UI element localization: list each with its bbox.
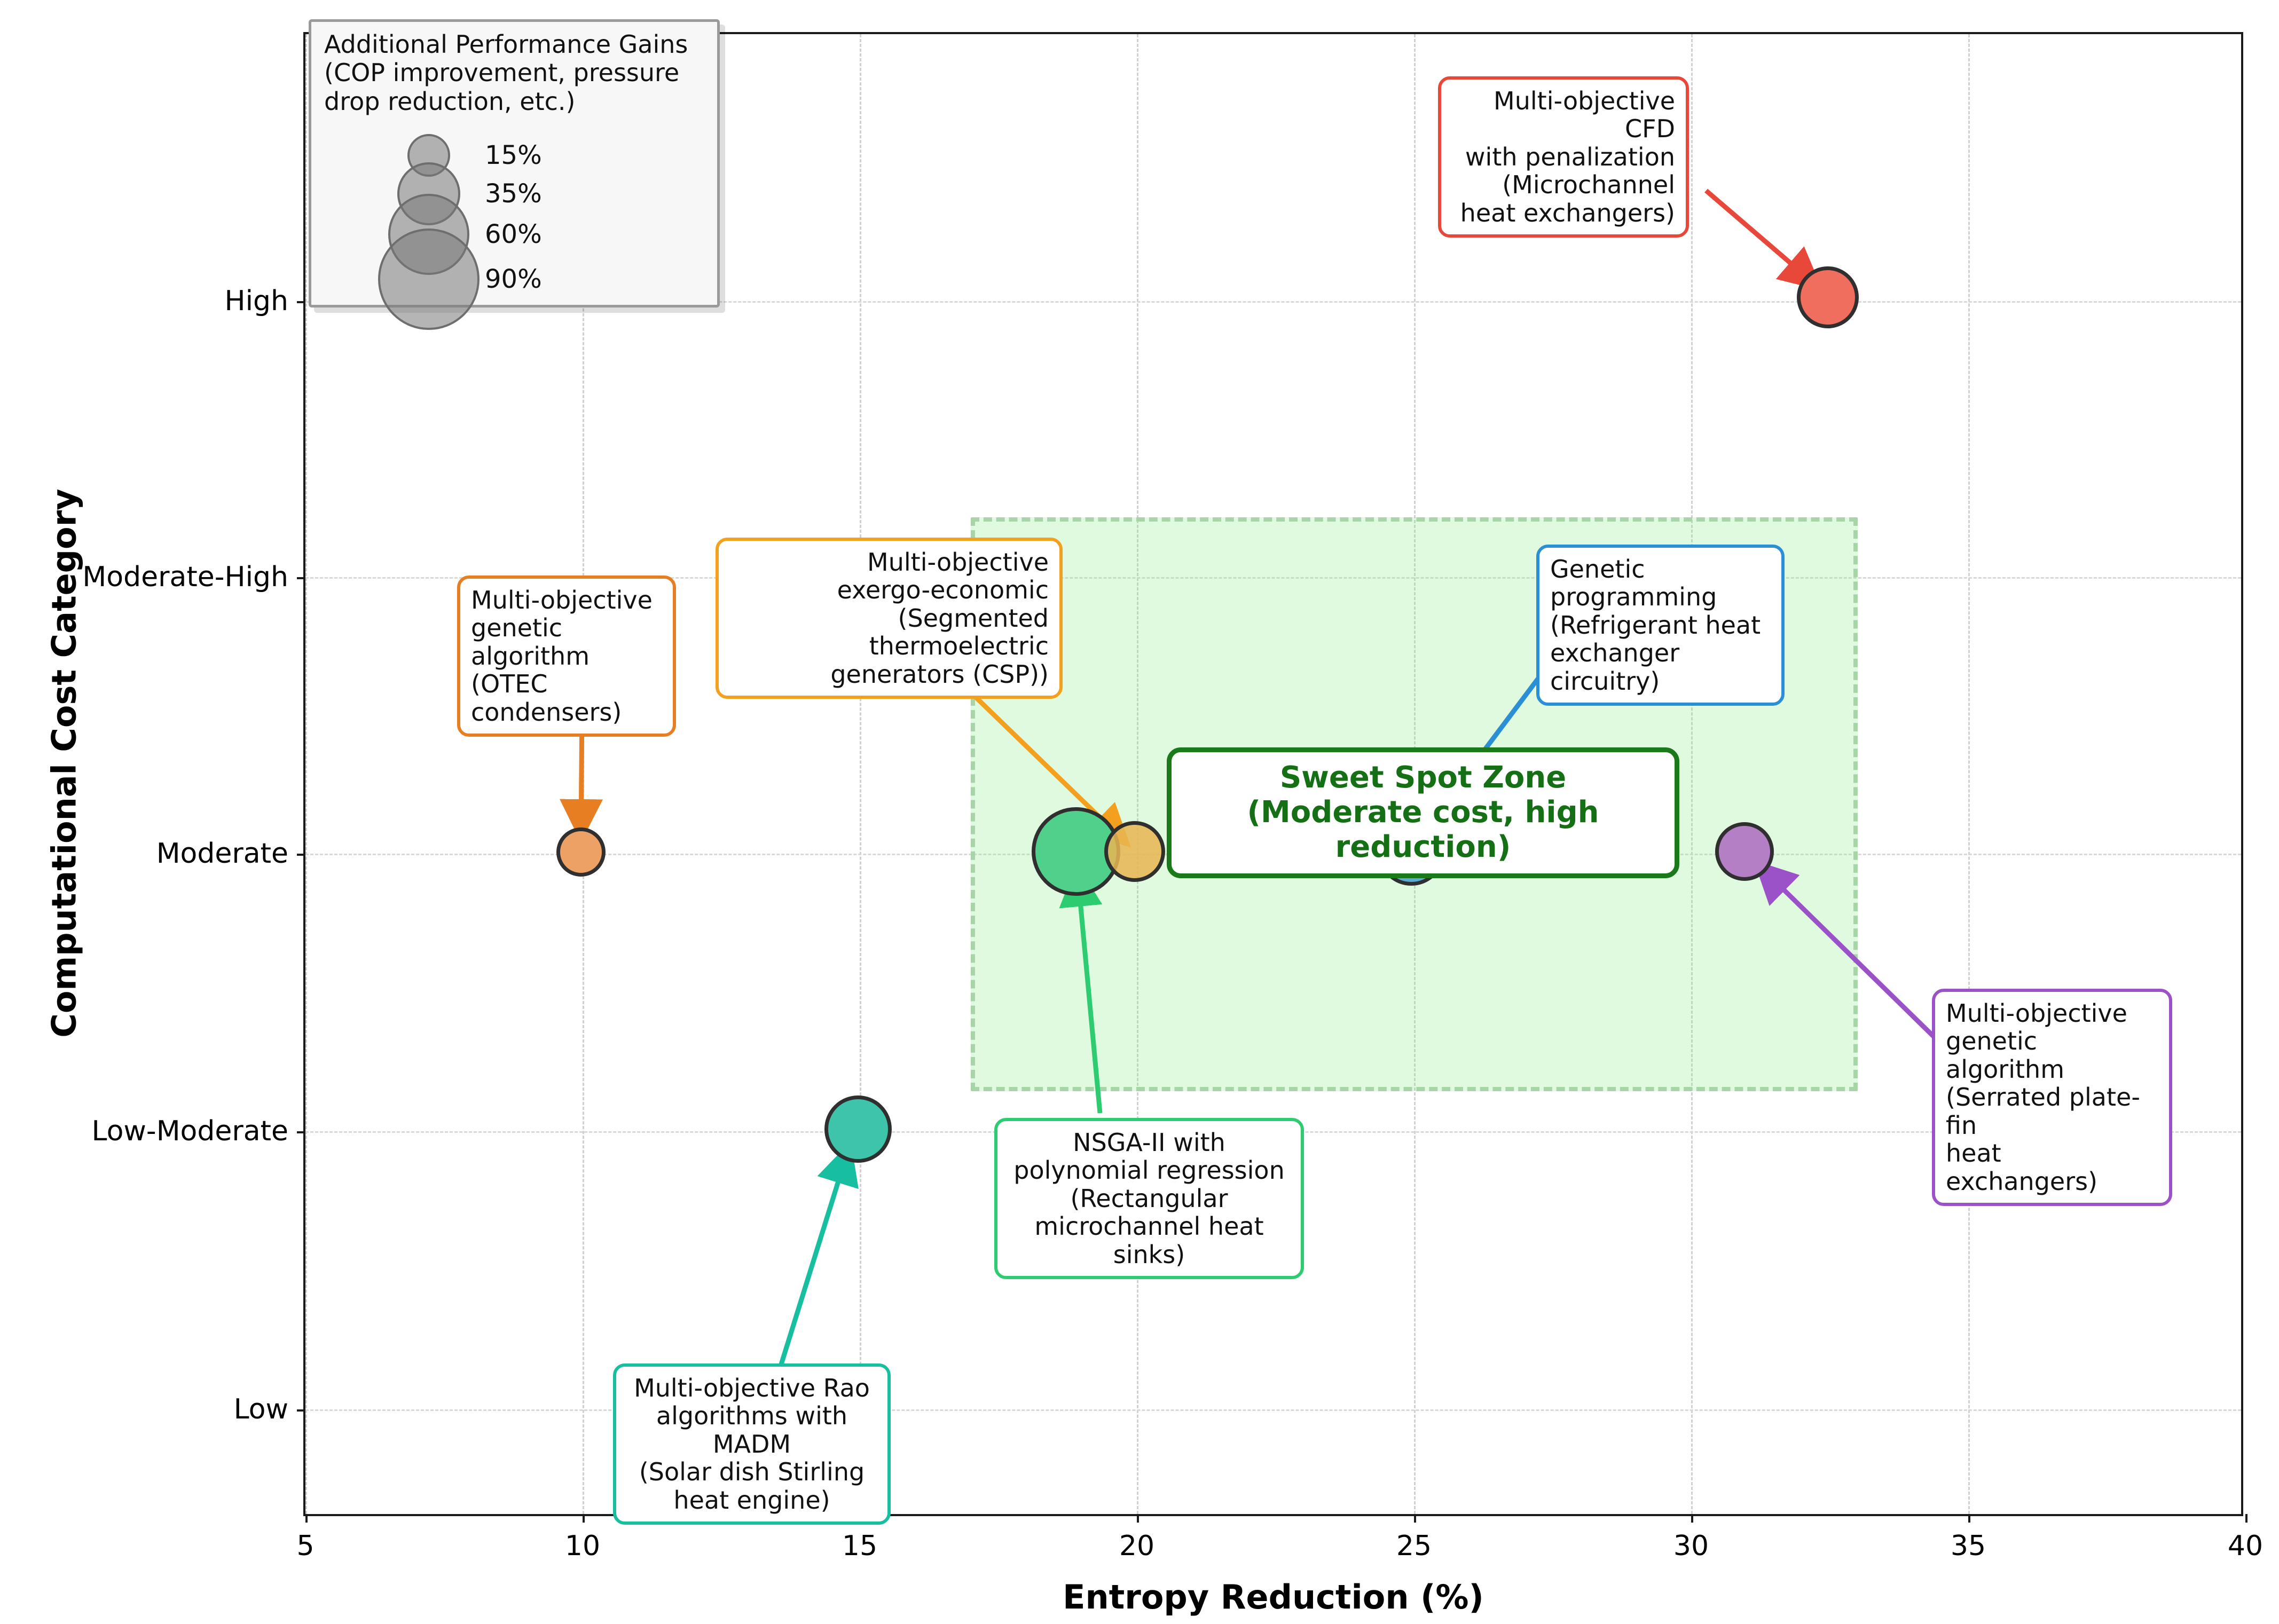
legend-label-90: 90%: [485, 264, 542, 294]
yticklabel-moderate: Moderate: [156, 838, 288, 870]
size-legend: Additional Performance Gains (COP improv…: [309, 19, 720, 330]
ytick-low-moderate: [297, 1131, 305, 1133]
xticklabel-20: 20: [1119, 1530, 1155, 1562]
xticklabel-35: 35: [1950, 1530, 1986, 1562]
gridline-x-15: [860, 34, 861, 1514]
bubble-otec-condensers[interactable]: [556, 827, 606, 877]
xtick-5: [305, 1514, 308, 1523]
gridline-x-30: [1691, 34, 1693, 1514]
yticklabel-moderate-high: Moderate-High: [82, 561, 288, 593]
size-legend-title: Additional Performance Gains (COP improv…: [324, 30, 688, 116]
callout-cfd-penalization[interactable]: Multi-objective CFD with penalization (M…: [1438, 76, 1689, 238]
yticklabel-low: Low: [233, 1393, 288, 1425]
ytick-moderate: [297, 854, 305, 856]
xticklabel-5: 5: [296, 1530, 315, 1562]
callout-nsga-ii-microchannel[interactable]: NSGA-II with polynomial regression (Rect…: [994, 1118, 1304, 1280]
xtick-40: [2245, 1514, 2247, 1523]
bubble-cfd-penalization[interactable]: [1797, 266, 1859, 328]
xticklabel-25: 25: [1396, 1530, 1432, 1562]
legend-bubble-90: [378, 228, 480, 330]
yticklabel-high: High: [224, 285, 288, 317]
xtick-20: [1137, 1514, 1139, 1523]
callout-otec-condensers[interactable]: Multi-objective genetic algorithm (OTEC …: [457, 576, 676, 737]
bubble-exergo-economic-csp[interactable]: [1104, 821, 1165, 882]
xtick-10: [583, 1514, 585, 1523]
legend-label-35: 35%: [485, 179, 542, 209]
ytick-moderate-high: [297, 577, 305, 579]
xticklabel-10: 10: [564, 1530, 601, 1562]
ytick-high: [297, 301, 305, 303]
xticklabel-15: 15: [842, 1530, 878, 1562]
callout-rao-madm-stirling[interactable]: Multi-objective Rao algorithms with MADM…: [613, 1363, 891, 1525]
ytick-low: [297, 1409, 305, 1412]
callout-genetic-programming-refrigerant[interactable]: Genetic programming (Refrigerant heat ex…: [1536, 545, 1785, 706]
callout-exergo-economic-csp[interactable]: Multi-objective exergo-economic (Segment…: [716, 538, 1063, 699]
xticklabel-30: 30: [1673, 1530, 1709, 1562]
gridline-y-low: [305, 1409, 2241, 1411]
y-axis-label: Computational Cost Category: [44, 488, 84, 1038]
gridline-x-20: [1137, 34, 1138, 1514]
legend-label-15: 15%: [485, 140, 542, 170]
gridline-y-moderate-high: [305, 577, 2241, 579]
gridline-x-35: [1968, 34, 1970, 1514]
xticklabel-40: 40: [2227, 1530, 2264, 1562]
gridline-y-high: [305, 301, 2241, 303]
legend-label-60: 60%: [485, 219, 542, 249]
callout-serrated-plate-fin[interactable]: Multi-objective genetic algorithm (Serra…: [1932, 989, 2172, 1207]
bubble-serrated-plate-fin[interactable]: [1715, 822, 1774, 881]
xtick-35: [1968, 1514, 1970, 1523]
xtick-30: [1691, 1514, 1693, 1523]
sweet-spot-label: Sweet Spot Zone (Moderate cost, high red…: [1167, 747, 1679, 878]
xtick-25: [1414, 1514, 1416, 1523]
bubble-rao-madm-stirling[interactable]: [824, 1095, 892, 1163]
x-axis-label: Entropy Reduction (%): [1063, 1578, 1484, 1617]
yticklabel-low-moderate: Low-Moderate: [91, 1115, 288, 1147]
gridline-x-5: [305, 34, 307, 1514]
